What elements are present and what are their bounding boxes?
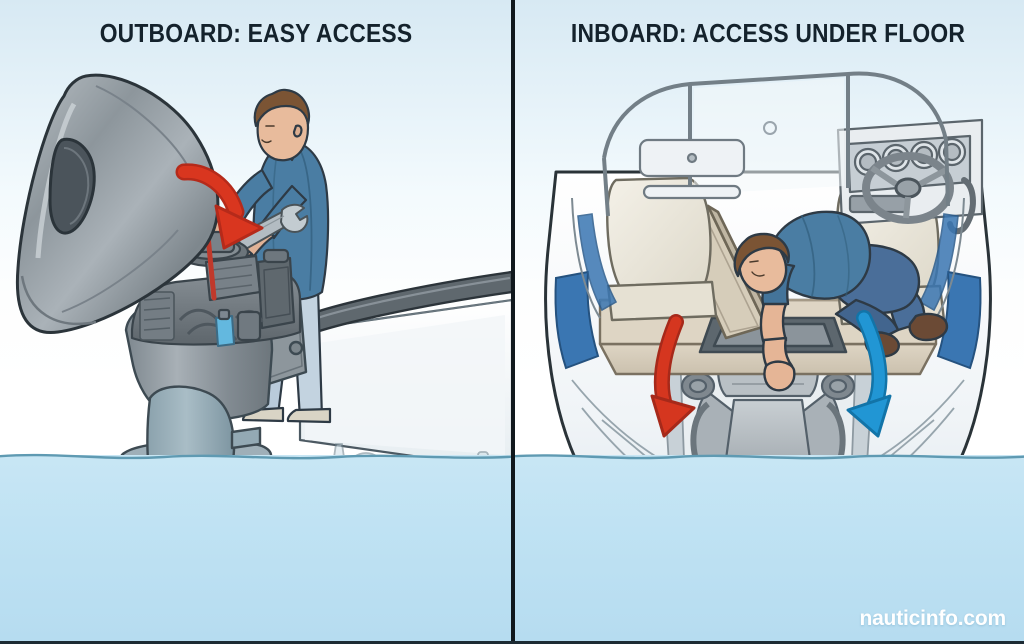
red-down-arrow-shape [175,163,264,250]
panel-inboard: INBOARD: ACCESS UNDER FLOOR [512,0,1024,641]
red-curved-arrow-shape [650,314,696,438]
blue-curved-arrow-shape [846,310,892,438]
panel-title-inboard: INBOARD: ACCESS UNDER FLOOR [570,18,966,48]
panel-divider [511,0,515,641]
waterline-right [512,449,1024,463]
outboard-illustration [0,0,512,641]
panel-outboard: OUTBOARD: EASY ACCESS [0,0,512,641]
site-watermark: nauticinfo.com [859,607,1006,630]
panel-title-outboard: OUTBOARD: EASY ACCESS [99,18,413,48]
water-left [0,455,512,641]
waterline-left [0,449,512,463]
water-right [512,455,1024,641]
